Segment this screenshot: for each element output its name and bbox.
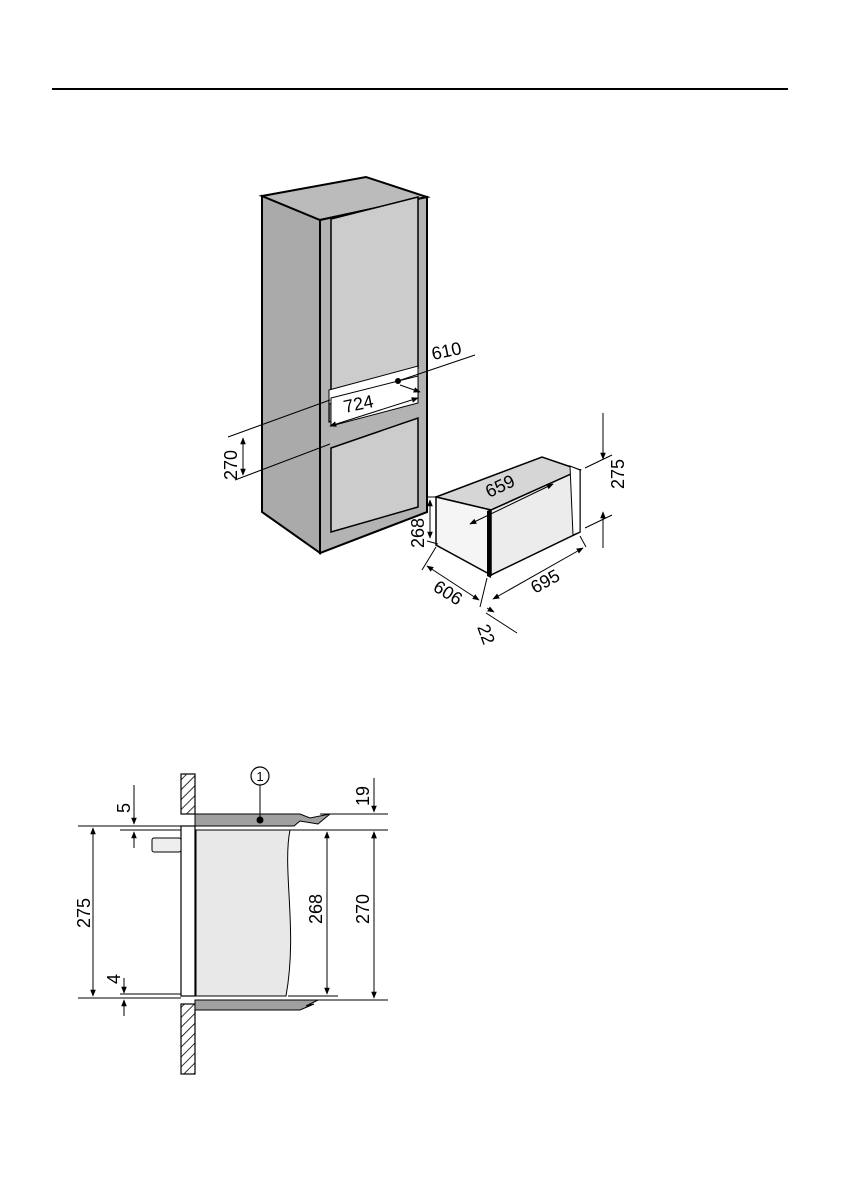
dim-268-label: 268: [408, 518, 428, 548]
socket-dot: [257, 817, 264, 824]
dim-shelf-thickness: 19: [353, 778, 374, 846]
wall-lower: [181, 1004, 195, 1074]
section-view: [152, 774, 330, 1074]
lower-shelf: [195, 1000, 318, 1010]
callout-1: 1: [251, 767, 269, 817]
dim-front-height: 275: [74, 828, 94, 996]
dim-5-label: 5: [114, 803, 134, 813]
dim-268-section-label: 268: [306, 894, 326, 924]
dim-drawer-front-height: 275: [585, 413, 628, 548]
dim-610-label: 610: [430, 338, 464, 364]
drawer-body: [196, 830, 291, 996]
dim-270-label: 270: [221, 450, 241, 480]
upper-door: [331, 197, 418, 393]
dim-gap-bottom: 4: [104, 974, 124, 1016]
dim-4-label: 4: [104, 974, 124, 984]
dim-gap-top: 5: [114, 785, 134, 848]
drawer-handle: [152, 838, 181, 852]
dim-695-label: 695: [527, 565, 563, 597]
dim-22-label: 22: [473, 622, 499, 648]
dim-275-section-label: 275: [74, 898, 94, 928]
wall-upper: [181, 774, 195, 814]
dim-606-label: 606: [430, 576, 466, 609]
callout-number: 1: [256, 769, 263, 784]
dim-body-height: 268: [306, 832, 327, 994]
dim-niche-height-section: 270: [353, 832, 374, 998]
dim-275-label: 275: [608, 459, 628, 489]
dim-front-thickness: 22: [473, 608, 517, 647]
drawer-front-panel: [181, 826, 195, 996]
dim-19-label: 19: [353, 786, 373, 806]
tall-cabinet: [262, 177, 427, 553]
dim-270-section-label: 270: [353, 894, 373, 924]
